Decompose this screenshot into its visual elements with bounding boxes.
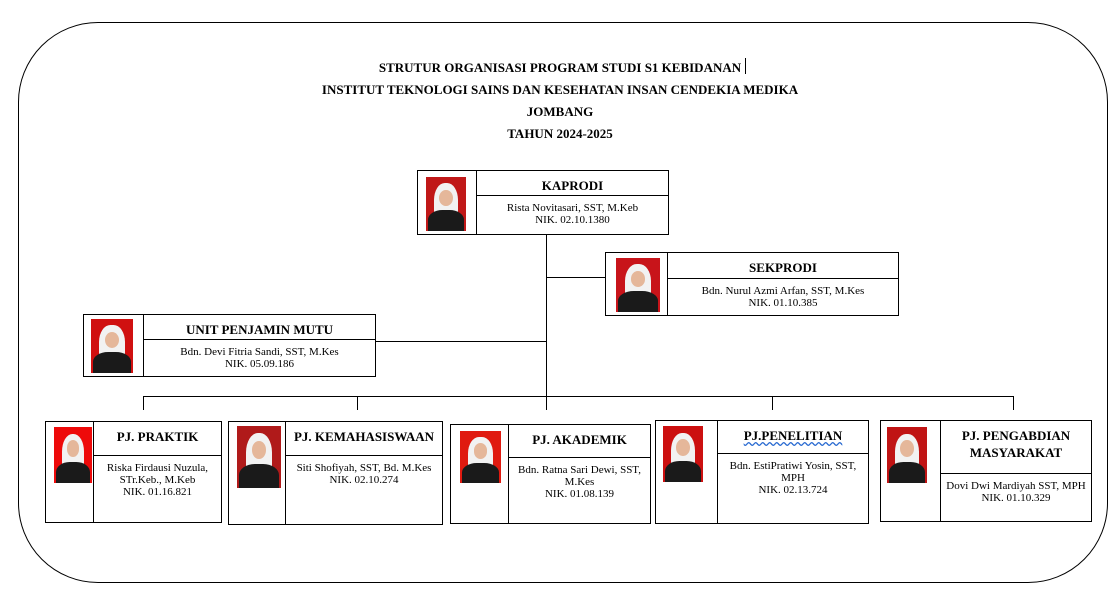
- box-title: PJ. PRAKTIK: [93, 421, 222, 456]
- profile-photo: [460, 431, 501, 483]
- person-name: Riska Firdausi Nuzula, STr.Keb., M.Keb: [106, 462, 209, 486]
- box-title: PJ. KEMAHASISWAAN: [285, 421, 443, 456]
- connector-drop: [143, 396, 144, 410]
- person-nik: NIK. 02.10.1380: [535, 214, 610, 226]
- profile-photo: [616, 258, 660, 312]
- box-title: SEKPRODI: [667, 252, 899, 279]
- box-title: PJ. PENGABDIAN MASYARAKAT: [940, 420, 1092, 474]
- person-nik: NIK. 01.16.821: [122, 486, 193, 498]
- chart-title-line-4: TAHUN 2024-2025: [507, 126, 613, 141]
- connector-drop: [772, 396, 773, 410]
- person-name: Dovi Dwi Mardiyah SST, MPH: [946, 480, 1086, 492]
- profile-photo: [237, 426, 281, 488]
- person-nik: NIK. 02.13.724: [758, 484, 828, 496]
- profile-photo: [887, 427, 927, 483]
- connector-main-vertical: [546, 235, 547, 410]
- chart-title-line-2: INSTITUT TEKNOLOGI SAINS DAN KESEHATAN I…: [321, 82, 799, 97]
- rounded-frame: [18, 22, 1108, 583]
- connector-sekprodi: [546, 277, 605, 278]
- person-name: Bdn. Nurul Azmi Arfan, SST, M.Kes: [701, 285, 865, 297]
- connector-bottom-horizontal: [143, 396, 1013, 397]
- connector-upm: [375, 341, 546, 342]
- person-nik: NIK. 02.10.274: [329, 474, 399, 486]
- chart-title-line-1: STRUTUR ORGANISASI PROGRAM STUDI S1 KEBI…: [378, 60, 742, 75]
- profile-photo: [54, 427, 92, 483]
- profile-photo: [663, 426, 703, 482]
- person-name: Bdn. Ratna Sari Dewi, SST, M.Kes: [518, 464, 641, 488]
- person-name: Bdn. EstiPratiwi Yosin, SST, MPH: [729, 460, 857, 484]
- person-nik: NIK. 01.10.329: [981, 492, 1051, 504]
- person-name: Bdn. Devi Fitria Sandi, SST, M.Kes: [180, 346, 339, 358]
- text-cursor: [745, 58, 746, 74]
- person-nik: NIK. 01.08.139: [544, 488, 615, 500]
- box-title: UNIT PENJAMIN MUTU: [143, 314, 376, 340]
- person-name: Rista Novitasari, SST, M.Keb: [506, 202, 639, 214]
- profile-photo: [426, 177, 466, 231]
- person-name: Siti Shofiyah, SST, Bd. M.Kes: [296, 462, 432, 474]
- box-title: KAPRODI: [476, 170, 669, 196]
- profile-photo: [91, 319, 133, 373]
- chart-title-line-3: JOMBANG: [526, 104, 594, 119]
- connector-drop: [357, 396, 358, 410]
- connector-drop: [1013, 396, 1014, 410]
- box-title: PJ.PENELITIAN: [717, 420, 869, 454]
- person-nik: NIK. 01.10.385: [748, 297, 818, 309]
- box-title: PJ. AKADEMIK: [508, 424, 651, 458]
- person-nik: NIK. 05.09.186: [224, 358, 295, 370]
